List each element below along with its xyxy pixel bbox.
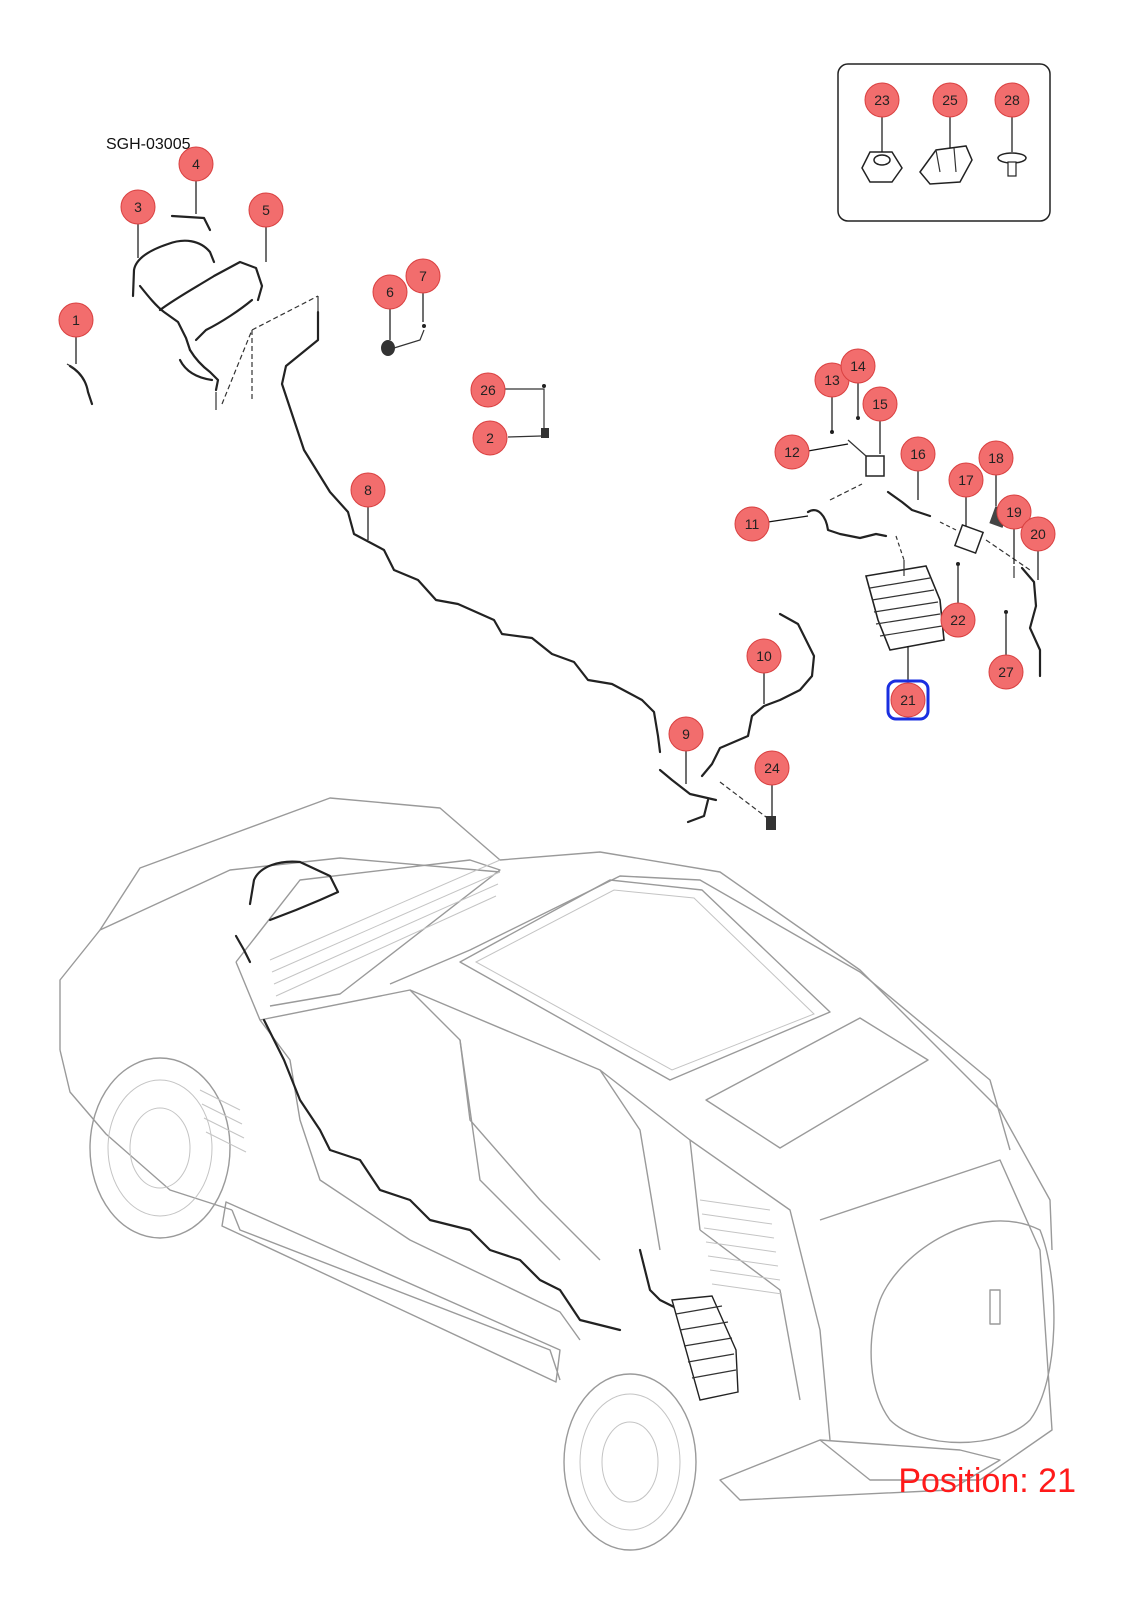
callout-5[interactable]: 5: [248, 192, 284, 228]
callout-18[interactable]: 18: [978, 440, 1014, 476]
callout-19[interactable]: 19: [996, 494, 1032, 530]
svg-text:1: 1: [72, 312, 80, 328]
svg-text:24: 24: [764, 760, 780, 776]
callout-14[interactable]: 14: [840, 348, 876, 384]
svg-text:26: 26: [480, 382, 496, 398]
part-1-hose: [66, 363, 94, 406]
selected-callout-highlight: [886, 679, 930, 721]
svg-text:27: 27: [998, 664, 1014, 680]
callout-22[interactable]: 22: [940, 602, 976, 638]
svg-text:8: 8: [364, 482, 372, 498]
svg-text:20: 20: [1030, 526, 1046, 542]
callout-25[interactable]: 25: [932, 82, 968, 118]
svg-text:4: 4: [192, 156, 200, 172]
callout-26[interactable]: 26: [470, 372, 506, 408]
callout-1[interactable]: 1: [58, 302, 94, 338]
callout-27[interactable]: 27: [988, 654, 1024, 690]
svg-text:9: 9: [682, 726, 690, 742]
callouts: 1 2 3 4 5 6 7 8 9 10 11 12 13 14 15 16 1…: [58, 82, 1056, 786]
svg-text:3: 3: [134, 199, 142, 215]
svg-text:6: 6: [386, 284, 394, 300]
svg-text:28: 28: [1004, 92, 1020, 108]
svg-text:23: 23: [874, 92, 890, 108]
svg-text:13: 13: [824, 372, 840, 388]
svg-text:19: 19: [1006, 504, 1022, 520]
callout-6[interactable]: 6: [372, 274, 408, 310]
part-6-7-valve: [381, 324, 426, 356]
callout-11[interactable]: 11: [734, 506, 770, 542]
callout-21[interactable]: 21: [890, 682, 926, 718]
svg-text:16: 16: [910, 446, 926, 462]
leader-lines: [75, 116, 1039, 816]
part-23-nut: [861, 151, 903, 183]
svg-text:11: 11: [745, 516, 760, 532]
part-3-4-5-front-pipes: [131, 214, 319, 410]
svg-text:15: 15: [872, 396, 888, 412]
callout-28[interactable]: 28: [994, 82, 1030, 118]
part-25-clip: [919, 145, 973, 185]
vehicle-outline: [59, 797, 1055, 1551]
callout-10[interactable]: 10: [746, 638, 782, 674]
svg-text:25: 25: [942, 92, 958, 108]
diagram-code: SGH-03005: [106, 136, 191, 153]
svg-text:2: 2: [486, 430, 494, 446]
svg-text:7: 7: [419, 268, 427, 284]
part-28-push-pin: [997, 152, 1027, 177]
callout-23[interactable]: 23: [864, 82, 900, 118]
callout-2[interactable]: 2: [472, 420, 508, 456]
callout-8[interactable]: 8: [350, 472, 386, 508]
svg-text:21: 21: [900, 692, 916, 708]
part-21-canister: [864, 535, 945, 651]
svg-text:5: 5: [262, 202, 270, 218]
svg-text:14: 14: [850, 358, 866, 374]
callout-4[interactable]: 4: [178, 146, 214, 182]
svg-text:17: 17: [958, 472, 974, 488]
part-8-main-pipe: [280, 296, 662, 754]
callout-3[interactable]: 3: [120, 189, 156, 225]
callout-24[interactable]: 24: [754, 750, 790, 786]
part-2-26-clip: [504, 384, 549, 438]
callout-16[interactable]: 16: [900, 436, 936, 472]
callout-9[interactable]: 9: [668, 716, 704, 752]
svg-text:10: 10: [756, 648, 772, 664]
installed-pipe-routing: [234, 860, 739, 1401]
svg-text:22: 22: [950, 612, 966, 628]
part-9-10-rear-pipes: [658, 612, 816, 830]
callout-17[interactable]: 17: [948, 462, 984, 498]
svg-text:18: 18: [988, 450, 1004, 466]
position-label: Position: 21: [898, 1462, 1076, 1500]
callout-7[interactable]: 7: [405, 258, 441, 294]
callout-15[interactable]: 15: [862, 386, 898, 422]
callout-12[interactable]: 12: [774, 434, 810, 470]
svg-text:12: 12: [784, 444, 800, 460]
fastener-inset-box: [837, 63, 1051, 222]
callout-20[interactable]: 20: [1020, 516, 1056, 552]
